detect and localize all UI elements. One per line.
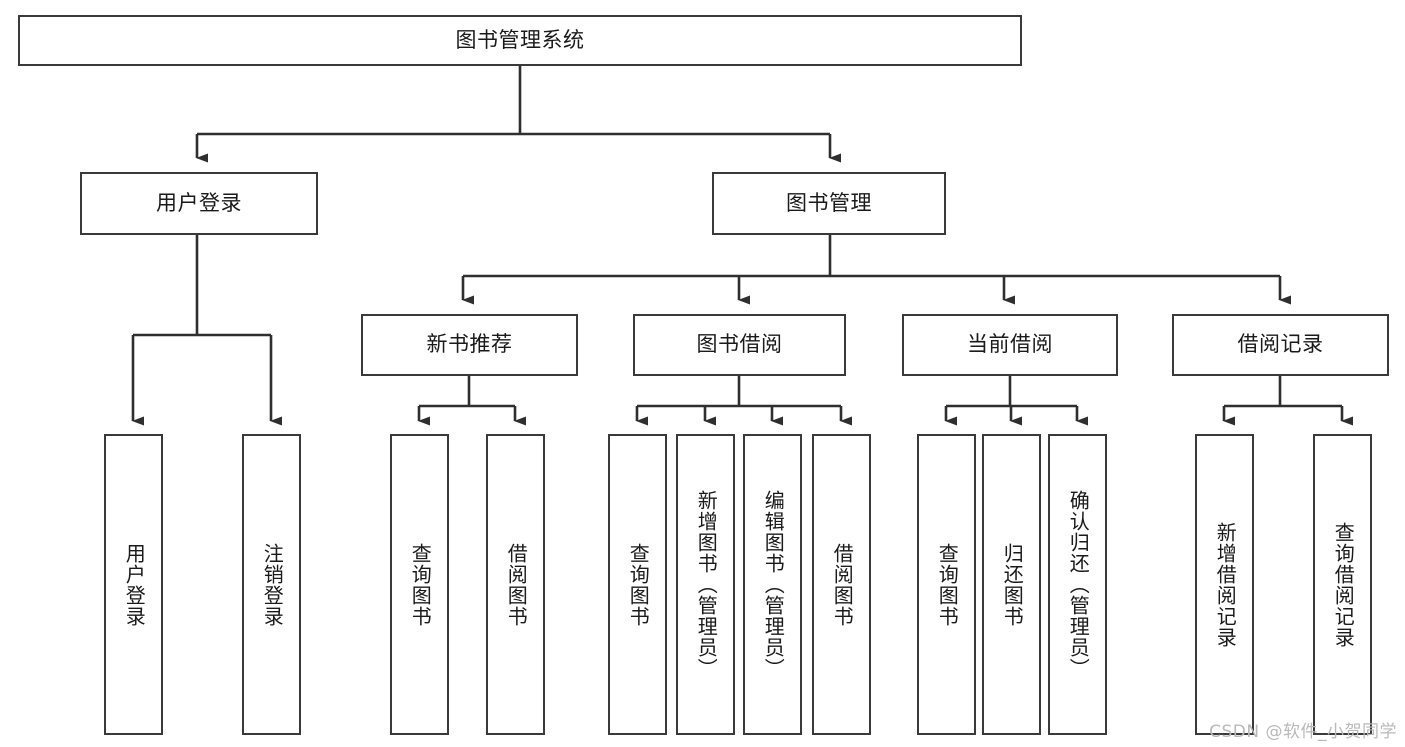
node-user-login-label: 用户登录: [156, 190, 242, 215]
node-leaf-borrow-book-2[interactable]: 借阅图书: [812, 434, 871, 735]
node-leaf-edit-book-label: 编辑图书（管理员）: [761, 490, 786, 679]
node-leaf-add-record-label: 新增借阅记录: [1213, 521, 1238, 648]
node-leaf-query-book-1-label: 查询图书: [408, 542, 433, 627]
node-root-label: 图书管理系统: [455, 27, 585, 52]
node-current-borrow[interactable]: 当前借阅: [902, 314, 1118, 376]
node-leaf-confirm-return[interactable]: 确认归还（管理员）: [1048, 434, 1107, 735]
node-leaf-borrow-book-1[interactable]: 借阅图书: [486, 434, 545, 735]
node-root[interactable]: 图书管理系统: [18, 15, 1022, 66]
node-leaf-borrow-book-2-label: 借阅图书: [830, 542, 855, 627]
node-leaf-add-book-label: 新增图书（管理员）: [694, 490, 719, 679]
node-book-borrow-label: 图书借阅: [696, 332, 783, 357]
node-leaf-return-book[interactable]: 归还图书: [982, 434, 1041, 735]
node-leaf-return-book-label: 归还图书: [1000, 542, 1025, 627]
node-leaf-edit-book[interactable]: 编辑图书（管理员）: [743, 434, 802, 735]
node-borrow-record[interactable]: 借阅记录: [1172, 314, 1389, 376]
node-leaf-query-book-2-label: 查询图书: [626, 542, 651, 627]
node-current-borrow-label: 当前借阅: [967, 332, 1053, 357]
node-book-manage-label: 图书管理: [786, 190, 872, 215]
node-leaf-logout-login[interactable]: 注销登录: [242, 434, 301, 735]
node-new-book-recommend-label: 新书推荐: [426, 332, 513, 357]
node-leaf-query-record[interactable]: 查询借阅记录: [1313, 434, 1372, 735]
node-user-login[interactable]: 用户登录: [80, 172, 318, 235]
node-book-manage[interactable]: 图书管理: [712, 172, 946, 235]
node-borrow-record-label: 借阅记录: [1237, 332, 1324, 357]
node-book-borrow[interactable]: 图书借阅: [633, 314, 846, 376]
node-leaf-user-login-label: 用户登录: [122, 542, 147, 627]
node-leaf-query-book-2[interactable]: 查询图书: [608, 434, 667, 735]
node-leaf-add-record[interactable]: 新增借阅记录: [1195, 434, 1254, 735]
node-leaf-query-book-1[interactable]: 查询图书: [390, 434, 449, 735]
node-leaf-confirm-return-label: 确认归还（管理员）: [1066, 490, 1091, 679]
node-leaf-query-book-3-label: 查询图书: [935, 542, 960, 627]
node-leaf-user-login[interactable]: 用户登录: [104, 434, 163, 735]
node-leaf-add-book[interactable]: 新增图书（管理员）: [676, 434, 735, 735]
node-leaf-borrow-book-1-label: 借阅图书: [504, 542, 529, 627]
node-leaf-query-record-label: 查询借阅记录: [1331, 521, 1356, 648]
node-leaf-query-book-3[interactable]: 查询图书: [917, 434, 976, 735]
node-leaf-logout-login-label: 注销登录: [260, 542, 285, 627]
node-new-book-recommend[interactable]: 新书推荐: [361, 314, 578, 376]
